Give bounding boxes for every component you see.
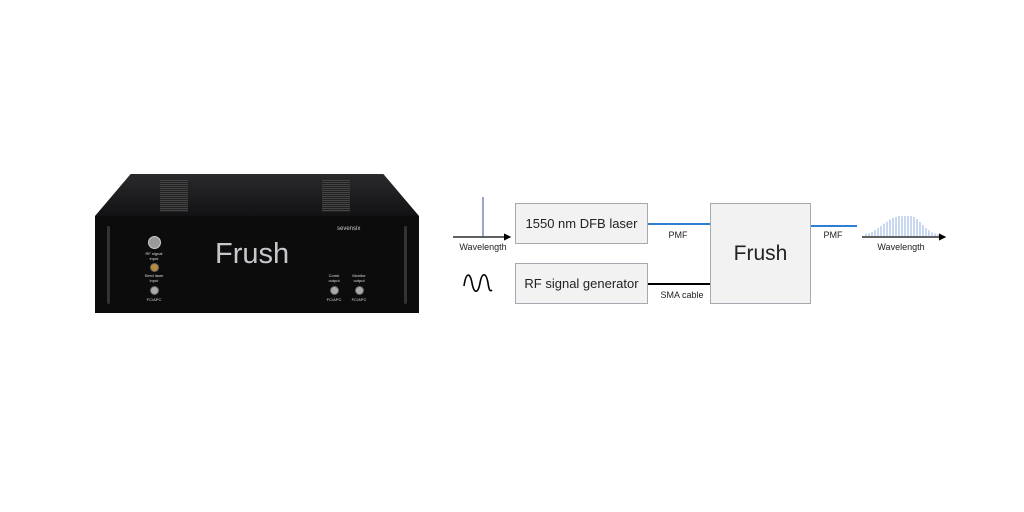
handle — [404, 226, 407, 304]
connector-label: FC/APC — [326, 297, 342, 302]
seed-input-label: Seed laser input — [144, 273, 164, 283]
device-front-panel: sevensix Frush RF signal input Seed lase… — [95, 216, 419, 313]
monitor-connector — [355, 286, 364, 295]
handle — [107, 226, 110, 304]
monitor-output-label: Monitor output — [352, 273, 366, 283]
brand-label: sevensix — [337, 226, 361, 232]
pmf-label: PMF — [668, 230, 688, 240]
connector-label: FC/APC — [146, 297, 162, 302]
sma-cable-label: SMA cable — [660, 290, 704, 300]
input-axis-label: Wavelength — [459, 242, 507, 252]
rf-generator-box: RF signal generator — [515, 263, 648, 304]
rf-connector — [150, 263, 159, 272]
comb-output-label: Comb output — [328, 273, 340, 283]
device-top — [95, 174, 419, 216]
pmf-output-label: PMF — [823, 230, 843, 240]
output-axis-label: Wavelength — [877, 242, 925, 252]
device-name: Frush — [215, 238, 290, 270]
comb-connector — [330, 286, 339, 295]
connector-label: FC/APC — [351, 297, 367, 302]
vent — [322, 180, 350, 212]
seed-connector — [150, 286, 159, 295]
vent — [160, 180, 188, 212]
frush-box: Frush — [710, 203, 811, 304]
comb-spectrum — [865, 216, 939, 236]
sine-wave-icon — [463, 273, 493, 293]
power-button[interactable] — [148, 236, 161, 249]
laser-box: 1550 nm DFB laser — [515, 203, 648, 244]
rf-input-label: RF signal input — [145, 251, 163, 261]
